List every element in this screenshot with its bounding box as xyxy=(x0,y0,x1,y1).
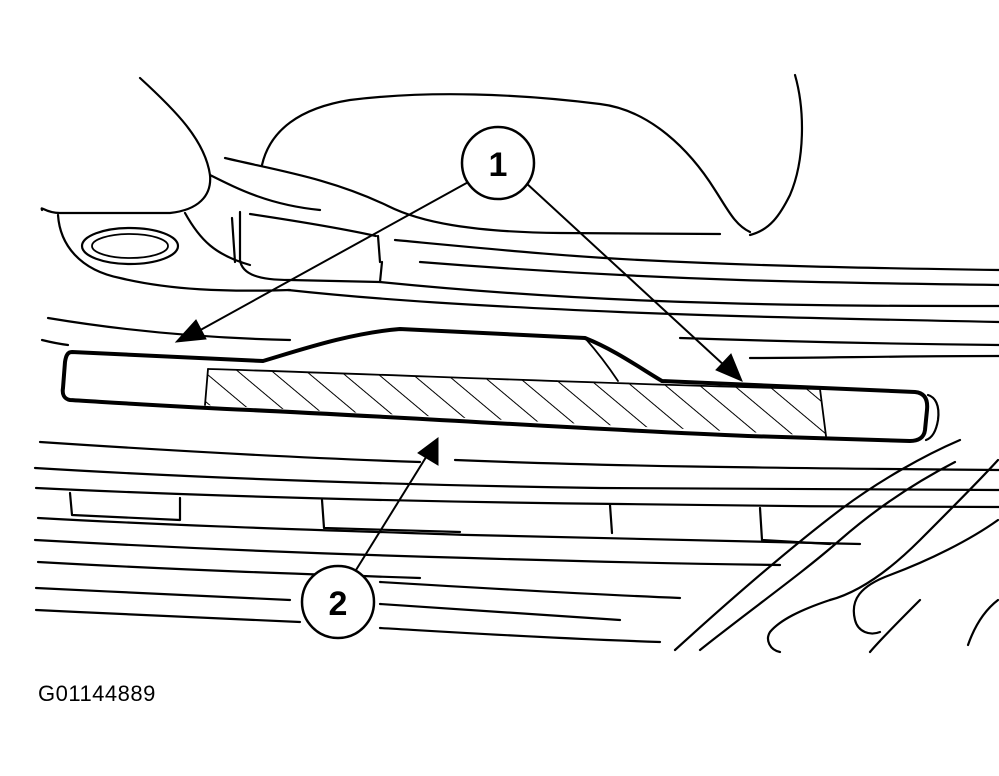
lower-right-bracket xyxy=(673,438,999,654)
callout-circle-1 xyxy=(460,125,536,201)
lower-body-structure xyxy=(33,440,999,644)
retainer-strip xyxy=(60,327,940,443)
callout-2: 2 xyxy=(300,437,439,640)
callout-label-1: 1 xyxy=(489,146,508,184)
callout-label-2: 2 xyxy=(329,585,348,623)
callout-1: 1 xyxy=(174,125,743,382)
figure-id-label: G01144889 xyxy=(38,681,156,706)
callout-circle-2 xyxy=(300,564,376,640)
upper-body-structure xyxy=(40,73,999,360)
